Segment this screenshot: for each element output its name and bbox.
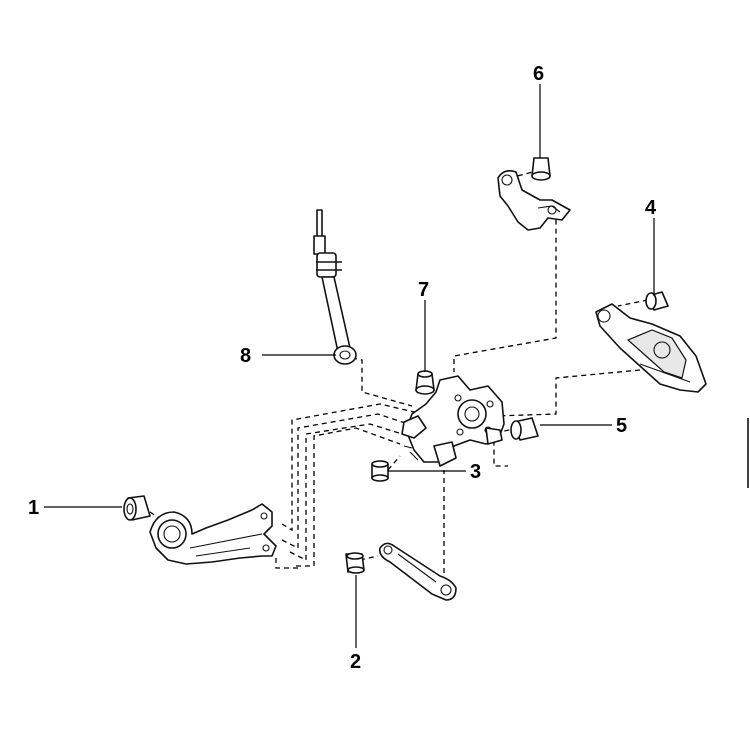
- shock-absorber: [313, 209, 357, 365]
- leader-lines: [44, 84, 655, 648]
- callout-6: 6: [533, 63, 544, 85]
- bushing-6: [531, 157, 551, 181]
- callout-4: 4: [645, 197, 657, 219]
- callout-3: 3: [470, 461, 481, 483]
- callout-5: 5: [616, 415, 627, 437]
- callout-numbers: 1 2 3 4 5 6 7 8: [28, 63, 657, 673]
- upper-control-arm: [497, 170, 571, 231]
- bushing-2: [345, 552, 365, 574]
- lower-control-arm: [595, 303, 707, 393]
- callout-1: 1: [28, 497, 39, 519]
- bushing-4: [645, 291, 669, 311]
- knuckle-hub: [401, 375, 505, 467]
- bushing-5: [510, 417, 539, 441]
- assembly-dashed-lines: [149, 169, 649, 582]
- lower-link: [378, 542, 457, 601]
- callout-7: 7: [418, 279, 429, 301]
- bushing-7: [415, 370, 435, 395]
- callout-8: 8: [240, 345, 251, 367]
- callout-2: 2: [350, 651, 361, 673]
- bushing-1: [123, 495, 151, 521]
- bushing-3: [371, 460, 389, 482]
- trailing-arm: [149, 503, 277, 565]
